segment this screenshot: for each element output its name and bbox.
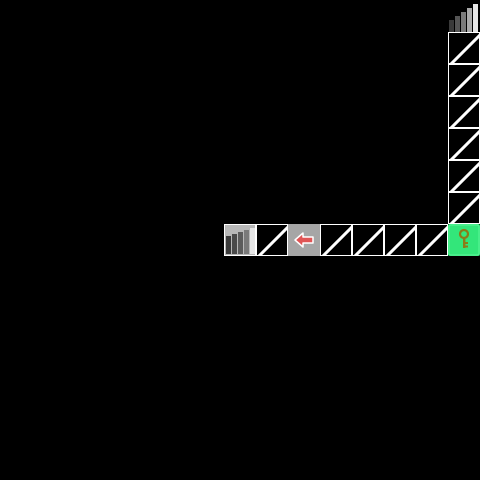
floor-tile [448, 192, 480, 224]
floor-tile [448, 32, 480, 64]
floor-pattern [448, 64, 480, 96]
floor-pattern [416, 224, 448, 256]
signal-stairs-icon [448, 0, 480, 32]
floor-pattern [384, 224, 416, 256]
floor-pattern [448, 128, 480, 160]
floor-pattern [256, 224, 288, 256]
floor-tile [448, 64, 480, 96]
floor-tile [448, 128, 480, 160]
arrow-left-icon [288, 224, 320, 256]
floor-tile [448, 160, 480, 192]
floor-pattern [448, 160, 480, 192]
floor-pattern [320, 224, 352, 256]
floor-tile [448, 96, 480, 128]
floor-tile [320, 224, 352, 256]
floor-tile [416, 224, 448, 256]
floor-pattern [448, 96, 480, 128]
floor-tile [384, 224, 416, 256]
floor-tile [256, 224, 288, 256]
floor-pattern [448, 32, 480, 64]
arrow-left-tile [288, 224, 320, 256]
stairs-descending-tile [224, 224, 256, 256]
goal-key-tile [448, 224, 480, 256]
floor-pattern [352, 224, 384, 256]
stairs-down-icon [224, 224, 256, 256]
stairs-ascending-tile [448, 0, 480, 32]
floor-pattern [448, 192, 480, 224]
floor-tile [352, 224, 384, 256]
key-icon [448, 224, 480, 256]
